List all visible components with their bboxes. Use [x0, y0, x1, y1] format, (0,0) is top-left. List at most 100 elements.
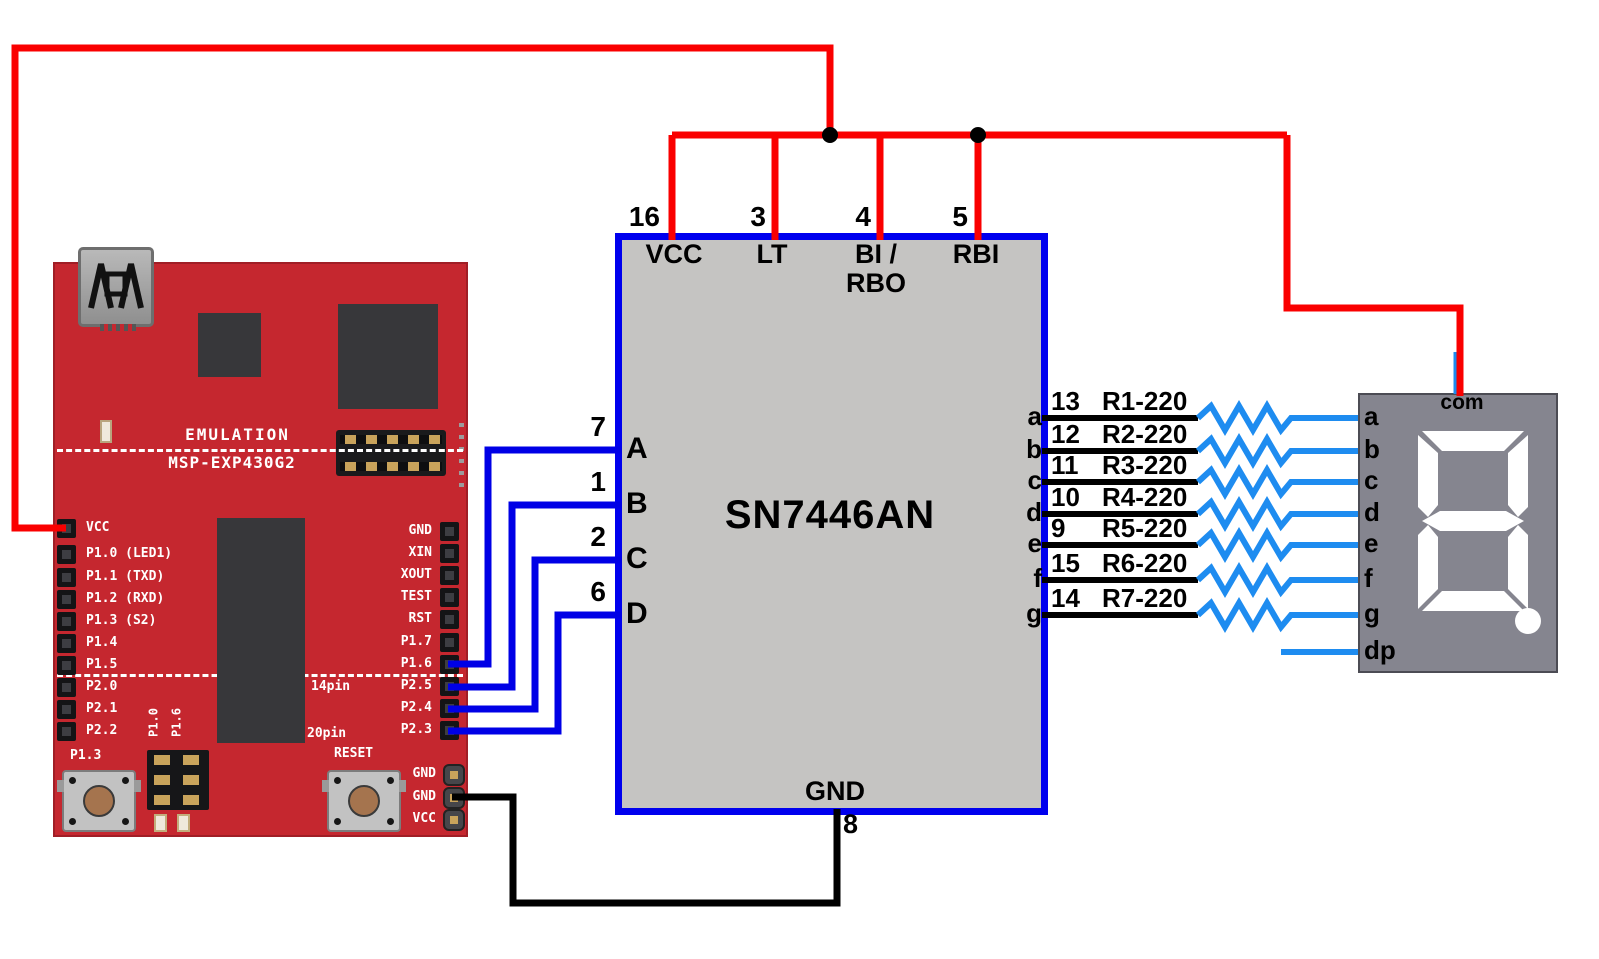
ic-output-num-4: 9	[1051, 513, 1066, 543]
board-pin-left-label-9: P2.2	[86, 723, 118, 738]
gnd-wire	[452, 793, 841, 907]
segment-b	[1508, 435, 1528, 517]
ic-output-num-3: 10	[1051, 482, 1080, 512]
ic-output-letter-6: g	[1026, 598, 1042, 628]
board-pin-right-label-0: GND	[408, 523, 432, 538]
display-pin-label-6: g	[1364, 598, 1380, 628]
ic-top-pin-label-3: RBI	[952, 239, 1000, 269]
usb-trident-icon	[88, 263, 144, 309]
resistor-r2	[1195, 433, 1358, 469]
jumper-contacts-right	[183, 755, 199, 805]
button-reset	[322, 770, 406, 832]
segment-c	[1508, 525, 1528, 609]
segment-g	[1422, 511, 1524, 531]
seven-segment-display	[1358, 393, 1558, 673]
silk-divider-top	[57, 449, 463, 452]
resistor-r3	[1195, 464, 1358, 500]
board-pin-right-label-4: RST	[408, 611, 432, 626]
segment-dp	[1515, 608, 1541, 634]
board-pin-left-label-8: P2.1	[86, 701, 118, 716]
board-pin-right-4	[440, 610, 459, 629]
usb-pins	[100, 324, 136, 331]
ic-output-letter-1: b	[1026, 434, 1042, 464]
display-pin-label-5: f	[1364, 563, 1373, 593]
junction-dot-2	[970, 127, 986, 143]
board-pin-left-3	[57, 590, 76, 609]
led-green	[154, 814, 167, 832]
msp430-mcu-chip	[217, 518, 305, 743]
board-pin-left-label-6: P1.5	[86, 657, 118, 672]
sbw-header-top-pads	[340, 435, 442, 444]
power-pin-gnd1	[443, 764, 465, 786]
board-pin-left-8	[57, 700, 76, 719]
resistor-label-4: R5-220	[1102, 513, 1188, 543]
board-silk-title: EMULATION	[185, 425, 290, 444]
power-pin-label-1: GND	[412, 789, 436, 804]
board-pin-right-label-6: P1.6	[400, 656, 432, 671]
button-p13-label: P1.3	[70, 748, 102, 763]
ic-input-label-1: B	[626, 487, 648, 520]
button-reset-label: RESET	[334, 746, 374, 761]
resistor-label-2: R3-220	[1102, 450, 1188, 480]
resistor-r1	[1195, 400, 1358, 436]
vcc-power-net	[11, 44, 1464, 532]
board-pin-left-9	[57, 722, 76, 741]
button-reset-cap	[348, 785, 380, 817]
board-pin-left-6	[57, 656, 76, 675]
size-label-20pin: 20pin	[307, 726, 347, 741]
board-pin-right-0	[440, 522, 459, 541]
power-pin-label-0: GND	[412, 766, 436, 781]
ic-input-num-1: 1	[590, 466, 606, 497]
ic-output-letter-2: c	[1027, 465, 1042, 495]
board-pin-right-label-7: P2.5	[400, 678, 432, 693]
ic-top-pin-label-2: BI /	[854, 239, 897, 269]
display-pin-label-4: e	[1364, 528, 1379, 558]
ic-top-pin-label-2b: RBO	[846, 268, 906, 298]
power-pin-label-2: VCC	[412, 811, 436, 826]
bcd-input-wires	[448, 446, 622, 735]
board-pin-left-label-1: P1.0 (LED1)	[86, 546, 173, 561]
ic-top-pin-label-1: LT	[756, 239, 788, 269]
display-pin-label-7: dp	[1364, 635, 1396, 665]
dot-column	[459, 423, 464, 489]
junction-dot-1	[822, 127, 838, 143]
resistor-r6	[1195, 562, 1358, 598]
board-pin-right-3	[440, 588, 459, 607]
ic-top-pin-num-2: 4	[855, 201, 871, 232]
board-pin-right-1	[440, 544, 459, 563]
ic-gnd-num: 8	[843, 809, 859, 839]
power-led	[100, 420, 112, 443]
resistor-network	[1195, 400, 1358, 655]
segment-a	[1422, 431, 1524, 451]
ic-input-num-2: 2	[590, 521, 606, 552]
display-pin-label-1: b	[1364, 434, 1380, 464]
board-pin-left-1	[57, 545, 76, 564]
board-pin-right-label-5: P1.7	[400, 634, 432, 649]
segment-output-leads	[1042, 415, 1198, 618]
emulation-chip-large	[338, 304, 438, 409]
board-pin-right-label-3: TEST	[400, 589, 432, 604]
board-pin-left-label-3: P1.2 (RXD)	[86, 591, 165, 606]
board-pin-left-label-7: P2.0	[86, 679, 118, 694]
board-pin-right-label-9: P2.3	[400, 722, 432, 737]
ic-output-num-5: 15	[1051, 548, 1080, 578]
wire-c-p24	[448, 556, 622, 713]
jumper-block	[147, 750, 209, 810]
seven-segment-digit	[1418, 431, 1541, 634]
usb-connector	[78, 247, 154, 327]
board-pin-right-label-1: XIN	[408, 545, 432, 560]
display-pin-label-3: d	[1364, 497, 1380, 527]
board-pin-left-label-4: P1.3 (S2)	[86, 613, 157, 628]
board-pin-left-label-0: VCC	[86, 520, 110, 535]
ic-input-num-0: 7	[590, 411, 606, 442]
board-pin-left-5	[57, 634, 76, 653]
ic-output-num-0: 13	[1051, 386, 1080, 416]
ic-output-letter-0: a	[1027, 401, 1042, 431]
jumper-contacts-left	[154, 755, 170, 805]
board-pin-left-7	[57, 678, 76, 697]
board-pin-left-4	[57, 612, 76, 631]
wire-d-p23	[448, 611, 622, 735]
board-pin-left-2	[57, 568, 76, 587]
led-red	[177, 814, 190, 832]
